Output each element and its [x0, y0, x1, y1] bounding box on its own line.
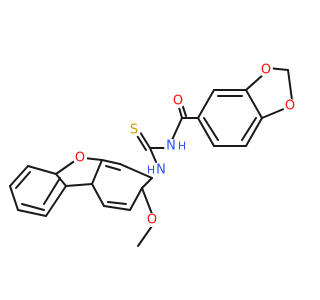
sulfur-label: S [130, 123, 138, 138]
nitrogen-label: N [156, 163, 166, 178]
benzodioxole-benzene-ring [197, 89, 263, 147]
atom-nh-amide: N H [164, 139, 186, 154]
atom-o-furan: O [73, 151, 87, 166]
molecule-svg: O O O S N H N H O O [9, 63, 297, 247]
amide-carbonyl [171, 103, 199, 141]
atom-o-dioxole-bottom: O [283, 99, 297, 114]
oxygen-label: O [285, 99, 295, 114]
oxygen-label: O [261, 63, 271, 78]
oxygen-label: O [147, 213, 157, 228]
hydrogen-label: H [147, 164, 155, 177]
nitrogen-label: N [166, 139, 176, 154]
hydrogen-label: H [178, 140, 186, 153]
atom-s-thiocarbonyl: S [127, 123, 141, 138]
oxygen-label: O [173, 94, 183, 109]
oxygen-label: O [75, 151, 85, 166]
molecule-structure-diagram: O O O S N H N H O O [9, 63, 297, 247]
dibenzofuran-right-ring [91, 159, 153, 211]
methoxy-group [137, 187, 153, 247]
atom-o-carbonyl: O [171, 94, 185, 109]
atom-o-dioxole-top: O [259, 63, 273, 78]
atom-nh-amine: N H [147, 163, 167, 178]
dibenzofuran-furan-ring [55, 157, 103, 187]
dibenzofuran-left-ring [9, 165, 67, 217]
thiourea-linker [135, 131, 167, 163]
atom-o-methoxy: O [145, 213, 159, 228]
dioxole-ring [245, 67, 293, 119]
